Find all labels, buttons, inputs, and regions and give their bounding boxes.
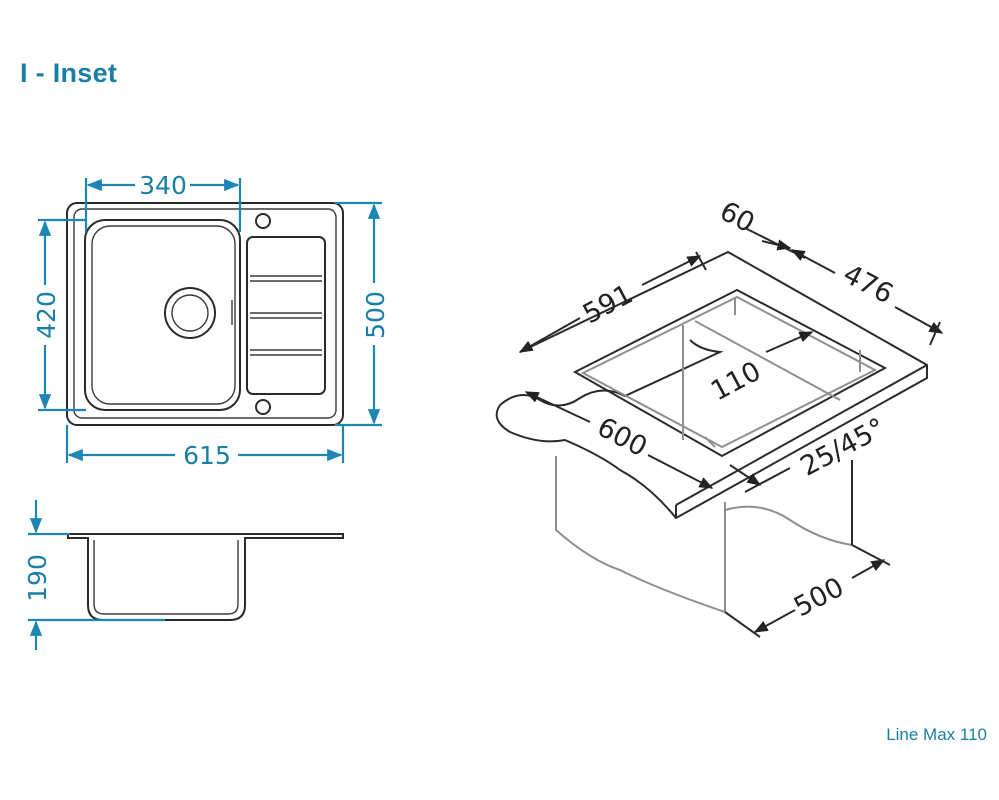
dim-25-45: 25/45° [795, 412, 890, 482]
countertop-front-edge [675, 364, 928, 506]
drain-inner [171, 294, 209, 332]
page-title: I - Inset [20, 58, 118, 88]
dim-190: 190 [23, 554, 52, 602]
bowl-inner [91, 225, 236, 405]
dim-476: 476 [838, 259, 898, 311]
sink-outline [66, 202, 344, 426]
dim-420: 420 [32, 291, 61, 339]
side-profile [67, 533, 344, 621]
dim-600: 600 [592, 412, 652, 464]
cabinet-front [724, 460, 853, 612]
dim-591: 591 [578, 279, 638, 331]
top-view: 340 420 500 615 [32, 171, 390, 470]
sink-cutout [572, 288, 888, 458]
isometric-view: 60 476 591 110 600 25/45° 500 [495, 196, 944, 638]
dim-iso-500: 500 [789, 572, 849, 624]
side-bowl-inner [93, 540, 239, 615]
tap-hole [255, 213, 271, 229]
dim-615: 615 [183, 441, 231, 470]
dim-340: 340 [139, 171, 187, 200]
sink-rim [73, 208, 337, 419]
side-view: 190 [23, 500, 344, 650]
bowl-back-edge [694, 320, 841, 401]
drain [164, 287, 216, 339]
drainer [246, 236, 326, 395]
tap-hole [255, 399, 271, 415]
model-caption: Line Max 110 [886, 725, 987, 744]
sink-cutout-inner [580, 295, 878, 449]
dim-110: 110 [706, 356, 766, 408]
dim-500: 500 [361, 291, 390, 339]
cabinet-side [555, 456, 726, 614]
bowl [84, 219, 241, 411]
countertop-outline [495, 250, 928, 520]
bowl-front [704, 436, 716, 448]
